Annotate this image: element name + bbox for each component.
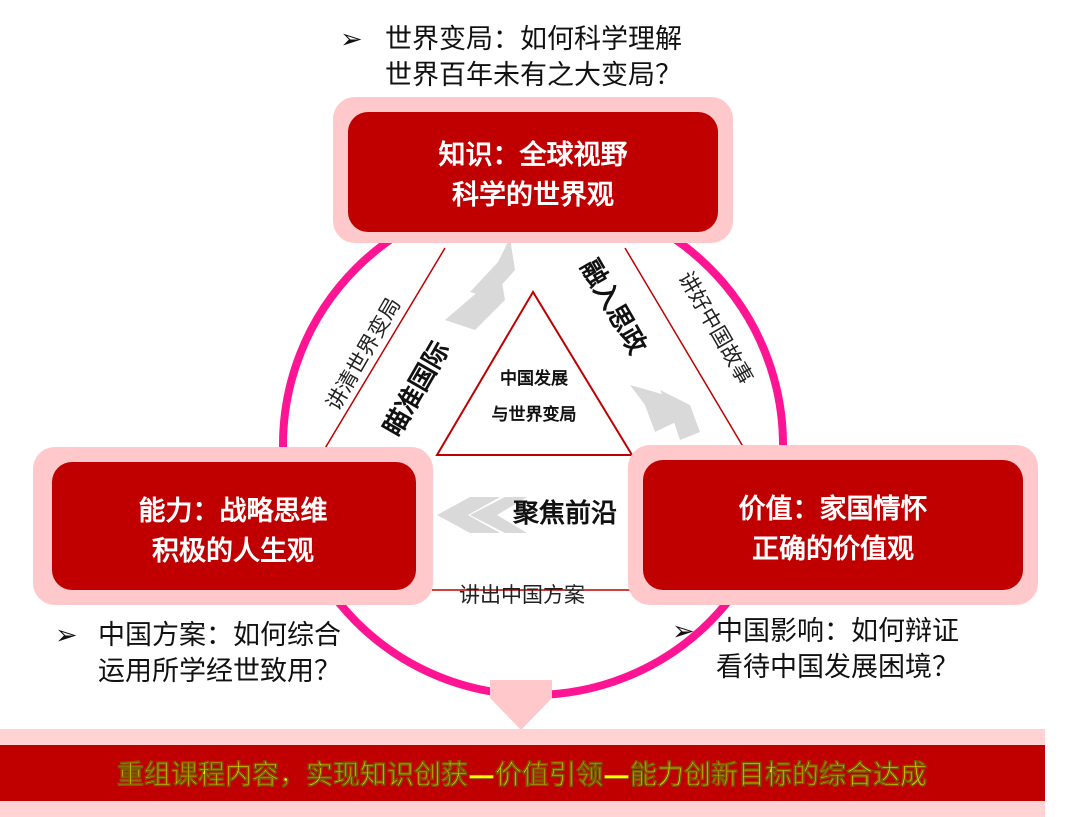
note-right-line2: 看待中国发展困境？ — [716, 652, 959, 683]
banner-text: 重组课程内容，实现知识创获—价值引领—能力创新目标的综合达成 — [117, 759, 927, 791]
arrow-bullet-icon: ➢ — [672, 616, 695, 647]
ability-line2: 积极的人生观 — [152, 535, 314, 567]
action-label-left: 瞄准国际 — [378, 336, 456, 441]
knowledge-box — [348, 112, 718, 232]
down-arrow-icon — [490, 680, 552, 730]
inner-triangle — [435, 290, 634, 456]
knowledge-line1: 知识：全球视野 — [439, 139, 628, 171]
edge-label-left: 讲清世界变局 — [322, 293, 406, 414]
arrow-bullet-icon: ➢ — [340, 24, 363, 55]
arrow-bullet-icon: ➢ — [55, 620, 78, 651]
chevron-icon-left-up — [445, 238, 515, 330]
note-top-line1: 世界变局：如何科学理解 — [385, 24, 682, 55]
chevron-icon-bottom-left — [437, 497, 527, 533]
outer-triangle — [317, 247, 749, 591]
value-line1: 价值：家国情怀 — [739, 493, 928, 525]
ability-line1: 能力：战略思维 — [139, 495, 328, 527]
edge-label-right: 讲好中国故事 — [674, 268, 758, 389]
note-left-line2: 运用所学经世致用？ — [98, 656, 341, 687]
note-top-line2: 世界百年未有之大变局？ — [385, 60, 682, 91]
action-label-right: 融入思政 — [574, 254, 653, 360]
edge-label-bottom: 讲出中国方案 — [459, 583, 585, 607]
center-line2: 与世界变局 — [492, 404, 577, 425]
ability-box — [52, 462, 416, 590]
note-left-line1: 中国方案：如何综合 — [98, 620, 341, 651]
center-line1: 中国发展 — [500, 368, 568, 389]
value-line2: 正确的价值观 — [752, 533, 914, 565]
chevron-icon-right-down — [630, 385, 700, 440]
action-label-bottom: 聚焦前沿 — [512, 498, 617, 529]
conclusion-banner — [0, 745, 1045, 801]
knowledge-line2: 科学的世界观 — [452, 179, 614, 211]
value-box — [643, 460, 1023, 590]
note-right-line1: 中国影响：如何辩证 — [716, 616, 959, 647]
